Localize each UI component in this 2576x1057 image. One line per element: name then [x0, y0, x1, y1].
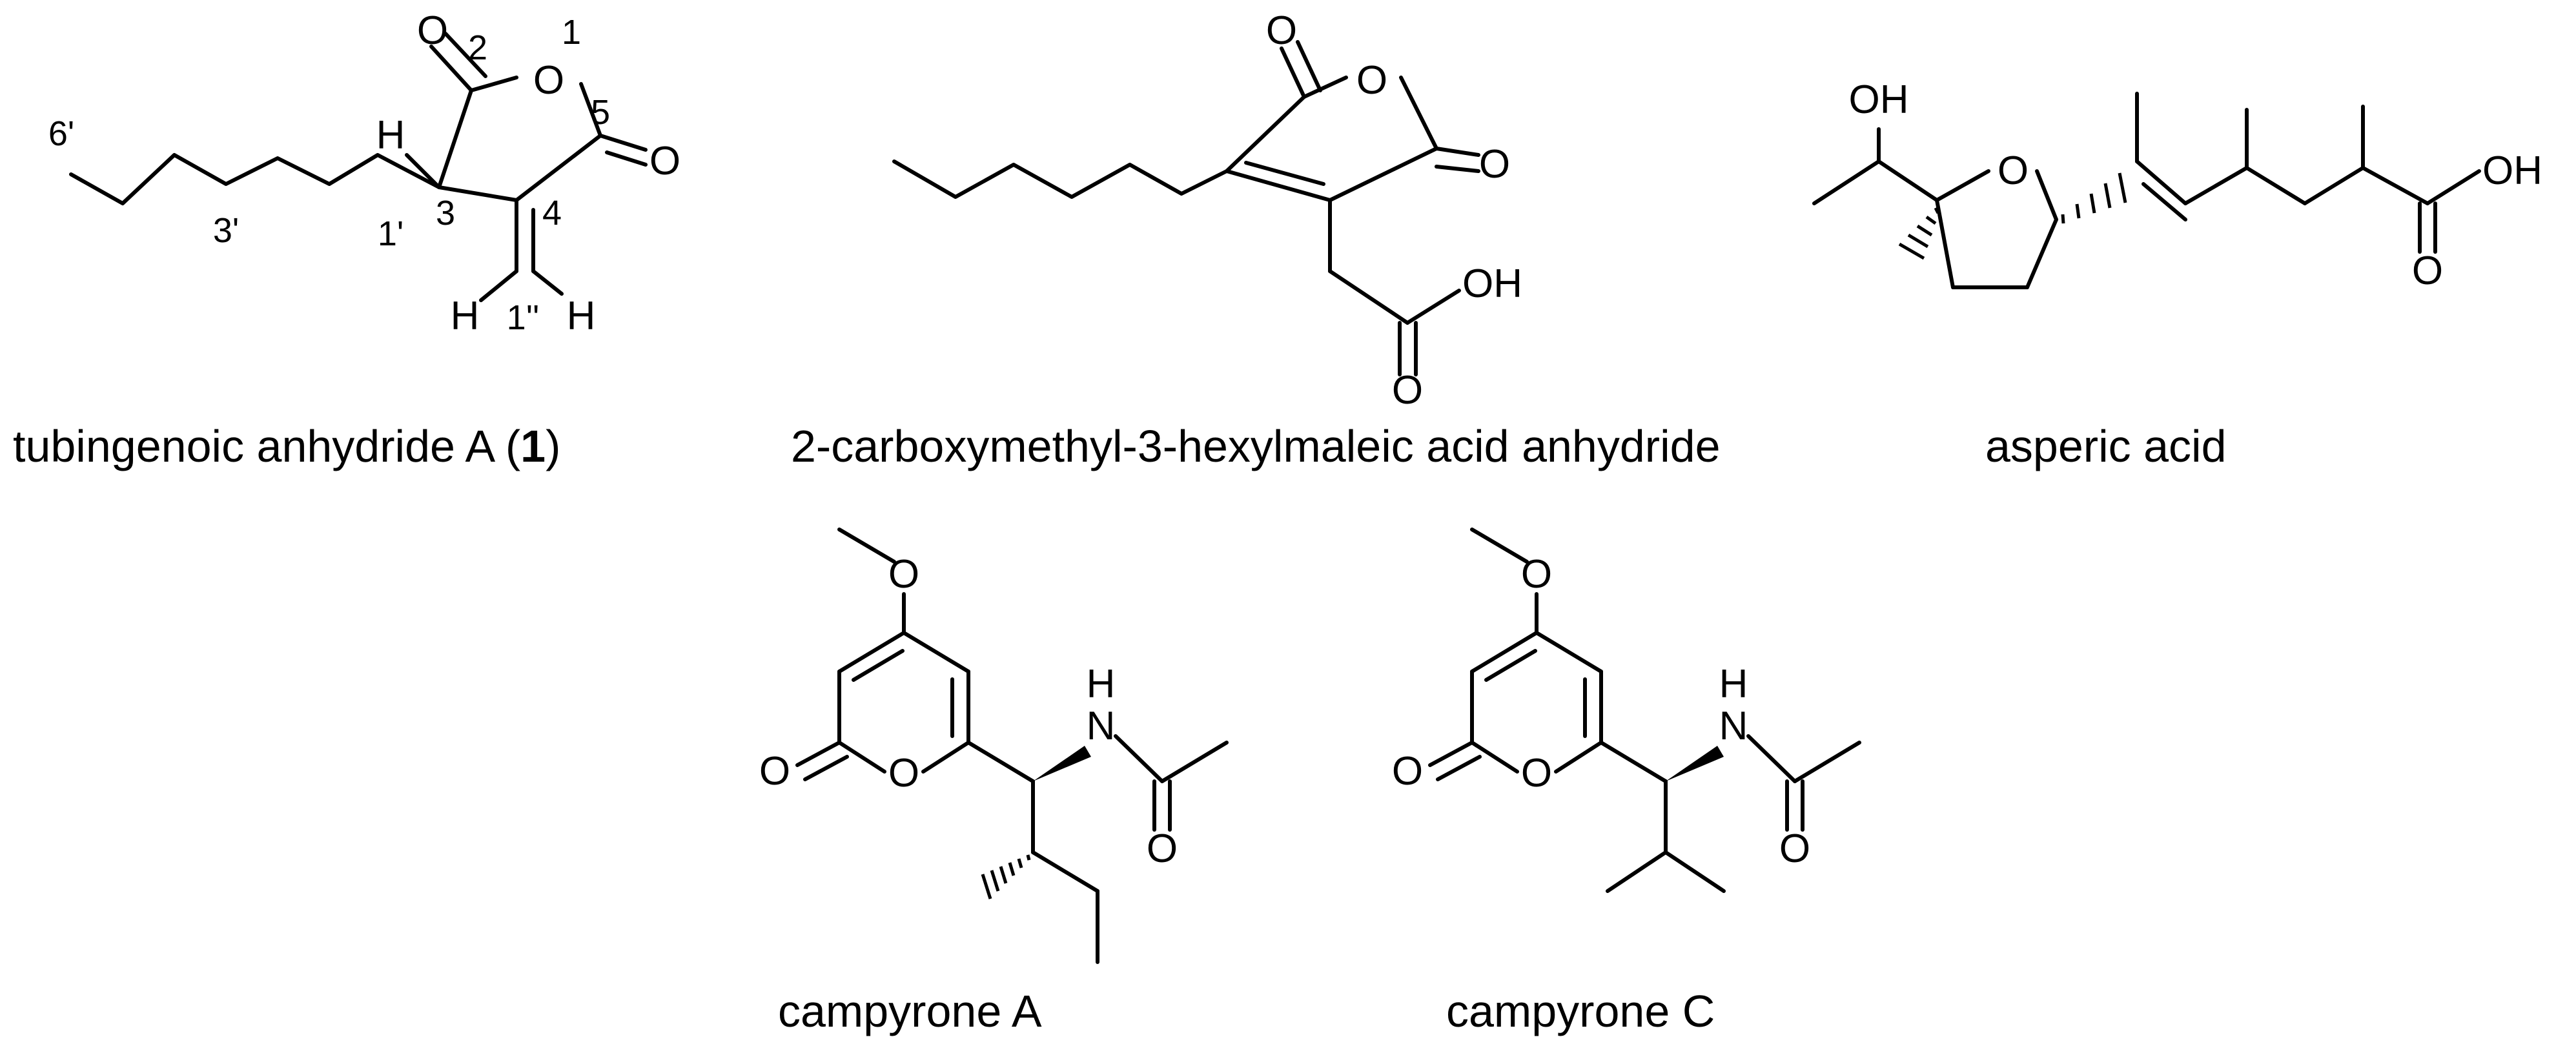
atom-label: O — [2412, 249, 2443, 293]
atom-label: N — [1087, 704, 1116, 748]
locant-label: 4 — [542, 194, 562, 232]
molecule-caption: campyrone C — [1446, 986, 1715, 1036]
locant-label: 3 — [436, 194, 455, 232]
atom-label: O — [649, 139, 680, 183]
atom-label: H — [451, 294, 480, 338]
atom-label: O — [1266, 8, 1297, 53]
locant-label: 1' — [378, 214, 404, 253]
atom-label: O — [1392, 749, 1423, 794]
atom-label: O — [533, 58, 564, 103]
atom-label: H — [1719, 662, 1748, 706]
locant-label: 6' — [48, 114, 74, 153]
atom-label: O — [1356, 58, 1387, 103]
atom-label: O — [1779, 826, 1810, 871]
locant-label: 5 — [591, 93, 610, 132]
atom-label: O — [759, 749, 790, 794]
atom-label: O — [888, 552, 919, 597]
molecule-tubingenoic-anhydride-a: O O O H H H 1 2 3 4 5 6' 3' 1' 1'' tubin… — [13, 8, 680, 471]
atom-label: O — [888, 751, 919, 795]
atom-label: N — [1719, 704, 1748, 748]
atom-label: H — [567, 294, 596, 338]
molecule-campyrone-c: O O O H N O campyrone C — [1392, 528, 1861, 1036]
molecule-caption: asperic acid — [1985, 421, 2227, 471]
atom-label: O — [1998, 149, 2029, 193]
atom-label: O — [1479, 142, 1510, 187]
locant-label: 3' — [213, 211, 239, 250]
atom-label: O — [1521, 751, 1552, 795]
locant-label: 1'' — [507, 298, 540, 337]
atom-label: OH — [1849, 77, 1909, 122]
molecule-caption: campyrone A — [778, 986, 1042, 1036]
locant-label: 1 — [562, 13, 581, 52]
molecule-campyrone-a: O O O H N O campyrone A — [759, 528, 1229, 1036]
molecule-caption: tubingenoic anhydride A (1) — [13, 421, 560, 471]
atom-label: O — [1521, 552, 1552, 597]
atom-label: O — [1147, 826, 1178, 871]
atom-label: O — [417, 8, 448, 53]
atom-label: OH — [1462, 262, 1522, 306]
atom-label: OH — [2482, 149, 2542, 193]
atom-label: H — [376, 113, 405, 158]
molecule-carboxymethyl-hexylmaleic-anhydride: O O O OH O 2-carboxymethyl-3-hexylmaleic… — [791, 8, 1721, 471]
atom-label: H — [1087, 662, 1116, 706]
locant-label: 2 — [468, 28, 487, 67]
atom-label: O — [1392, 368, 1423, 413]
molecule-asperic-acid: OH O OH O asperic acid — [1812, 77, 2542, 471]
molecule-caption: 2-carboxymethyl-3-hexylmaleic acid anhyd… — [791, 421, 1721, 471]
